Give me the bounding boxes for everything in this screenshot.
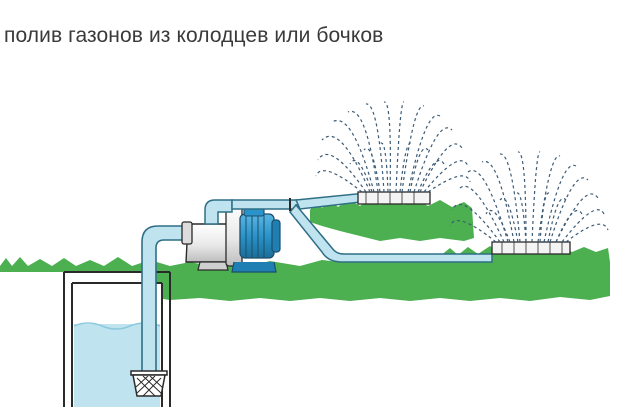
water-spray-lower: [449, 151, 609, 243]
page-title: полив газонов из колодцев или бочков: [4, 24, 384, 47]
sprinkler-lower: [449, 151, 609, 255]
surface-pump: [181, 199, 281, 273]
sprinkler-upper: [315, 101, 471, 205]
water-spray-upper: [315, 101, 471, 193]
foot-valve-filter: [130, 370, 168, 397]
pump-motor: [231, 205, 281, 273]
lawn-upper: [310, 198, 474, 241]
